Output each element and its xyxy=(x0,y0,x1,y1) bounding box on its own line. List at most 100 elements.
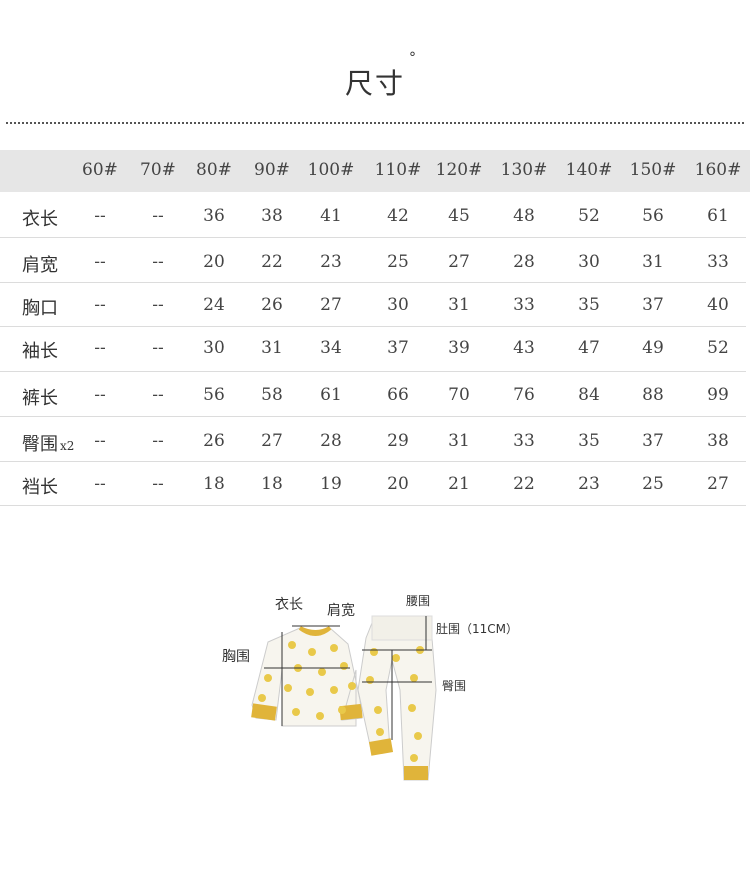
title-text: 尺寸 xyxy=(344,67,405,100)
table-cell: -- xyxy=(94,252,106,272)
table-cell: 18 xyxy=(203,474,225,494)
shirt-illustration xyxy=(251,625,363,727)
dotted-divider xyxy=(6,122,744,124)
table-cell: -- xyxy=(94,474,106,494)
table-cell: 18 xyxy=(261,474,283,494)
table-header-bar xyxy=(0,150,750,192)
table-cell: 37 xyxy=(642,295,664,315)
table-cell: 27 xyxy=(448,252,470,272)
label-hip: 臀围 xyxy=(442,679,467,693)
table-cell: 28 xyxy=(320,431,342,451)
table-cell: 66 xyxy=(387,385,409,405)
table-cell: 30 xyxy=(203,338,225,358)
table-cell: 49 xyxy=(642,338,664,358)
table-cell: 58 xyxy=(261,385,283,405)
table-cell: 34 xyxy=(320,338,342,358)
table-cell: 37 xyxy=(387,338,409,358)
table-cell: 38 xyxy=(261,206,283,226)
row-divider xyxy=(0,326,746,327)
row-divider xyxy=(0,505,746,506)
label-shoulder: 肩宽 xyxy=(327,603,355,619)
table-cell: -- xyxy=(152,385,164,405)
row-label-text: 袖长 xyxy=(22,341,58,362)
table-cell: 43 xyxy=(513,338,535,358)
column-header: 140# xyxy=(565,160,613,180)
column-header: 100# xyxy=(307,160,355,180)
table-cell: 31 xyxy=(448,431,470,451)
table-cell: 99 xyxy=(707,385,729,405)
table-cell: 31 xyxy=(448,295,470,315)
title-mark: ° xyxy=(409,50,418,66)
table-cell: -- xyxy=(94,295,106,315)
row-label-text: 衣长 xyxy=(22,209,58,230)
column-header: 130# xyxy=(500,160,548,180)
table-cell: 26 xyxy=(203,431,225,451)
row-divider xyxy=(0,282,746,283)
row-label-text: 裤长 xyxy=(22,388,58,409)
table-cell: 76 xyxy=(513,385,535,405)
table-cell: 22 xyxy=(261,252,283,272)
label-length: 衣长 xyxy=(275,597,303,613)
row-label: 裤长 xyxy=(22,384,58,410)
column-header: 150# xyxy=(629,160,677,180)
table-cell: 56 xyxy=(203,385,225,405)
table-cell: 26 xyxy=(261,295,283,315)
table-cell: -- xyxy=(152,474,164,494)
table-cell: 25 xyxy=(387,252,409,272)
table-cell: 27 xyxy=(707,474,729,494)
table-cell: 56 xyxy=(642,206,664,226)
table-cell: 38 xyxy=(707,431,729,451)
column-header: 160# xyxy=(694,160,742,180)
row-label-text: 裆长 xyxy=(22,477,58,498)
pants-illustration xyxy=(357,615,437,781)
table-cell: 35 xyxy=(578,431,600,451)
table-cell: 37 xyxy=(642,431,664,451)
table-cell: 27 xyxy=(261,431,283,451)
table-cell: 20 xyxy=(387,474,409,494)
table-cell: 31 xyxy=(642,252,664,272)
table-cell: 23 xyxy=(578,474,600,494)
table-cell: 39 xyxy=(448,338,470,358)
table-cell: -- xyxy=(152,206,164,226)
row-label: 裆长 xyxy=(22,473,58,499)
table-cell: 28 xyxy=(513,252,535,272)
row-label: 衣长 xyxy=(22,205,58,231)
table-cell: 33 xyxy=(707,252,729,272)
row-label-text: 肩宽 xyxy=(22,255,58,276)
row-divider xyxy=(0,237,746,238)
row-label-text: 臀围 xyxy=(22,434,58,455)
row-label-text: 胸口 xyxy=(22,298,58,319)
table-cell: 52 xyxy=(578,206,600,226)
row-divider xyxy=(0,371,746,372)
table-cell: 45 xyxy=(448,206,470,226)
pajama-illustration xyxy=(251,615,437,781)
row-label: 肩宽 xyxy=(22,251,58,277)
table-cell: 19 xyxy=(320,474,342,494)
table-cell: 41 xyxy=(320,206,342,226)
row-divider xyxy=(0,416,746,417)
row-label: 袖长 xyxy=(22,337,58,363)
row-label-suffix: x2 xyxy=(60,439,75,453)
measurement-diagram: 衣长 肩宽 胸围 腰围 肚围（11CM） 臀围 xyxy=(0,540,750,800)
table-cell: 30 xyxy=(387,295,409,315)
table-cell: 27 xyxy=(320,295,342,315)
table-cell: 31 xyxy=(261,338,283,358)
table-cell: 25 xyxy=(642,474,664,494)
table-cell: 33 xyxy=(513,431,535,451)
table-cell: 21 xyxy=(448,474,470,494)
table-cell: -- xyxy=(94,385,106,405)
table-cell: 29 xyxy=(387,431,409,451)
row-label: 胸口 xyxy=(22,294,58,320)
table-cell: 61 xyxy=(707,206,729,226)
table-cell: 84 xyxy=(578,385,600,405)
column-header: 90# xyxy=(254,160,290,180)
column-header: 110# xyxy=(374,160,422,180)
table-cell: 23 xyxy=(320,252,342,272)
label-waist: 腰围 xyxy=(406,594,431,608)
table-cell: 47 xyxy=(578,338,600,358)
table-cell: 30 xyxy=(578,252,600,272)
table-cell: -- xyxy=(152,338,164,358)
table-cell: 22 xyxy=(513,474,535,494)
page-title: 尺寸° xyxy=(0,50,750,102)
